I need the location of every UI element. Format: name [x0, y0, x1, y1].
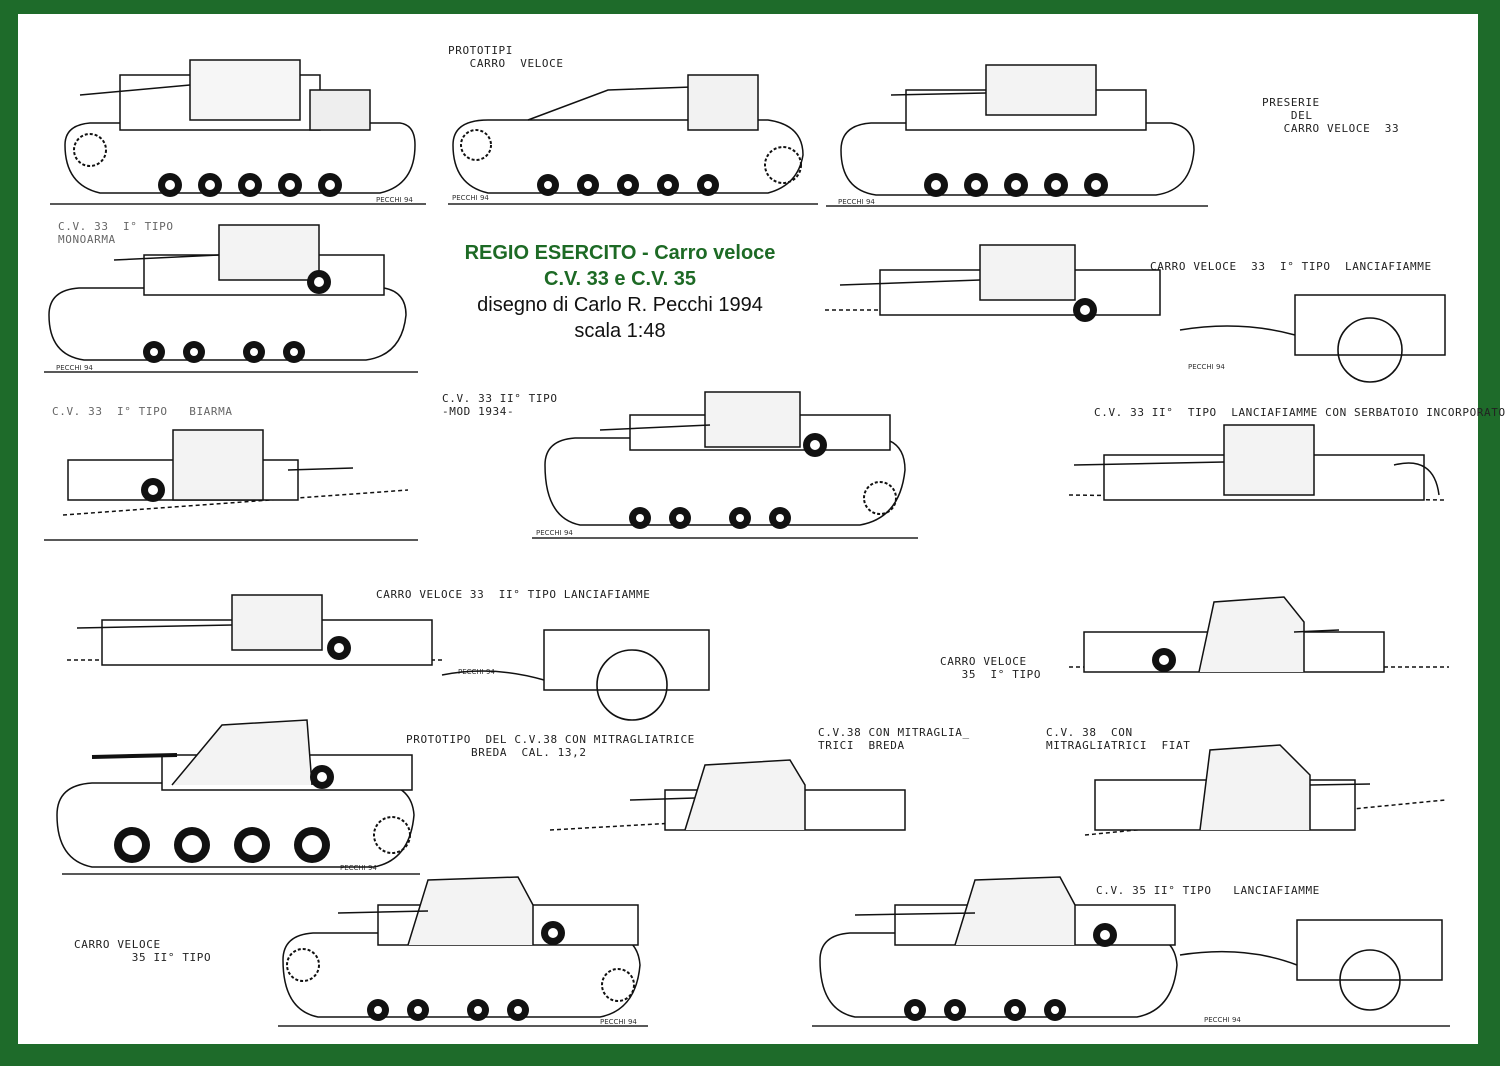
- title-regio-esercito: REGIO ESERCITO - Carro veloce: [464, 242, 776, 264]
- signature-5: PECCHI 94: [1188, 363, 1225, 371]
- label-cv33-2-serbatoio: C.V. 33 II° TIPO LANCIAFIAMME CON SERBAT…: [1094, 406, 1506, 419]
- tank-drawing-cv38-breda: [549, 759, 906, 831]
- signature-10: PECCHI 94: [1204, 1016, 1241, 1024]
- title-author: disegno di Carlo R. Pecchi 1994: [477, 294, 763, 316]
- signature-3: PECCHI 94: [838, 198, 875, 206]
- signature-1: PECCHI 94: [376, 196, 413, 204]
- tank-drawing-prototipi: [452, 74, 804, 196]
- signature-6: PECCHI 94: [536, 529, 573, 537]
- label-cv38-fiat: C.V. 38 CON MITRAGLIATRICI FIAT: [1046, 726, 1191, 752]
- signature-8: PECCHI 94: [340, 864, 377, 872]
- tank-drawing-cv33-2-lanciafiamme: [67, 594, 710, 721]
- signature-2: PECCHI 94: [452, 194, 489, 202]
- tank-drawing-cv33-1-monoarma: [48, 224, 407, 363]
- title-scale: scala 1:48: [574, 320, 666, 342]
- tank-drawing-cv35-2-lanciafiamme: [819, 876, 1443, 1021]
- tank-drawing-cv38-fiat: [1084, 744, 1446, 836]
- label-cv33-1-lanciafiamme: CARRO VELOCE 33 I° TIPO LANCIAFIAMME: [1150, 260, 1432, 273]
- title-block: REGIO ESERCITO - Carro veloce C.V. 33 e …: [430, 240, 810, 344]
- label-cv33-2-lanciafiamme: CARRO VELOCE 33 II° TIPO LANCIAFIAMME: [376, 588, 651, 601]
- tank-drawing-cv33-1-lanciafiamme: [825, 244, 1446, 383]
- tank-drawing-cv33-2-mod1934: [544, 391, 906, 529]
- label-cv33-1-monoarma: C.V. 33 I° TIPO MONOARMA: [58, 220, 174, 246]
- label-prototipi: PROTOTIPI CARRO VELOCE: [448, 44, 564, 70]
- tank-drawing-cv33-1-biarma: [62, 429, 409, 516]
- label-proto-cv38: PROTOTIPO DEL C.V.38 CON MITRAGLIATRICE …: [406, 733, 695, 759]
- signature-4: PECCHI 94: [56, 364, 93, 372]
- label-cv35-2-lanciafiamme: C.V. 35 II° TIPO LANCIAFIAMME: [1096, 884, 1320, 897]
- tank-drawing-cv35-1: [1069, 596, 1449, 673]
- tank-drawing-cv33-1-top-left: [64, 59, 416, 197]
- signature-9: PECCHI 94: [600, 1018, 637, 1026]
- label-cv38-breda: C.V.38 CON MITRAGLIA_ TRICI BREDA: [818, 726, 970, 752]
- tank-drawing-cv35-2: [282, 876, 641, 1021]
- signature-7: PECCHI 94: [458, 668, 495, 676]
- tank-drawing-proto-cv38: [56, 719, 415, 868]
- tank-drawing-cv33-2-serbatoio: [1068, 424, 1445, 501]
- label-cv35-2: CARRO VELOCE 35 II° TIPO: [74, 938, 212, 964]
- title-models: C.V. 33 e C.V. 35: [544, 268, 696, 290]
- tank-drawing-preserie: [840, 64, 1195, 197]
- label-cv35-1: CARRO VELOCE 35 I° TIPO: [940, 655, 1042, 681]
- label-cv33-2-mod1934: C.V. 33 II° TIPO -MOD 1934-: [442, 392, 558, 418]
- label-preserie: PRESERIE DEL CARRO VELOCE 33: [1262, 96, 1400, 135]
- label-cv33-1-biarma: C.V. 33 I° TIPO BIARMA: [52, 405, 233, 418]
